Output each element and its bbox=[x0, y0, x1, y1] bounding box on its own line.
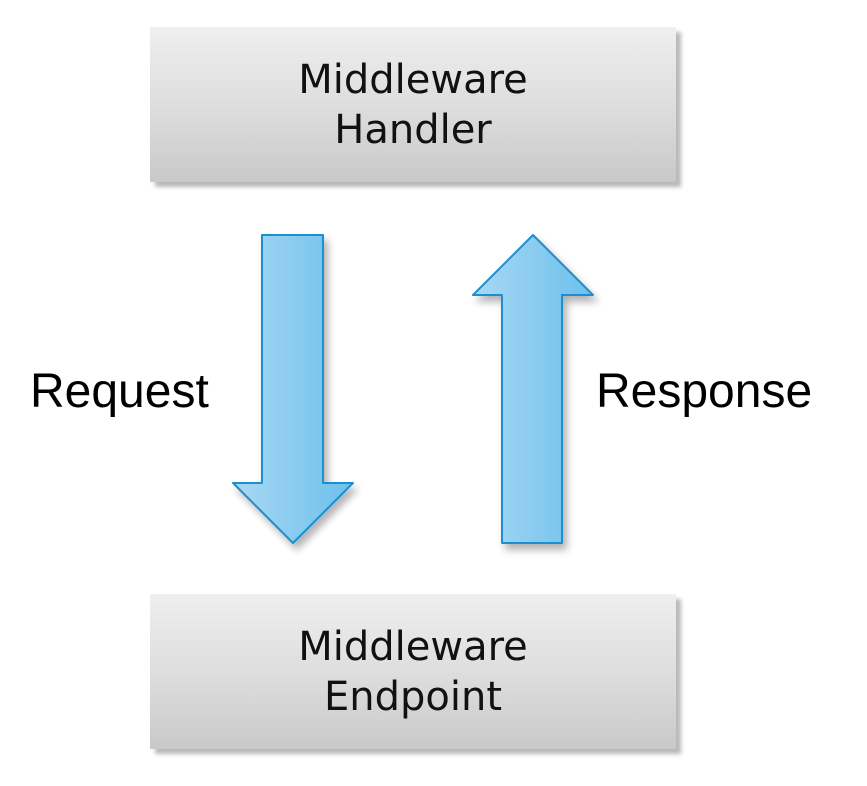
request-arrow-down-icon bbox=[232, 234, 354, 544]
handler-box-line2: Handler bbox=[334, 106, 492, 153]
response-arrow-up-icon bbox=[472, 234, 594, 544]
handler-box-line1: Middleware bbox=[298, 56, 528, 103]
middleware-handler-box: Middleware Handler bbox=[150, 27, 676, 182]
endpoint-box-line1: Middleware bbox=[298, 623, 528, 670]
response-label: Response bbox=[596, 365, 813, 418]
middleware-endpoint-box: Middleware Endpoint bbox=[150, 594, 676, 749]
endpoint-box-line2: Endpoint bbox=[323, 673, 503, 720]
request-label: Request bbox=[30, 365, 209, 418]
